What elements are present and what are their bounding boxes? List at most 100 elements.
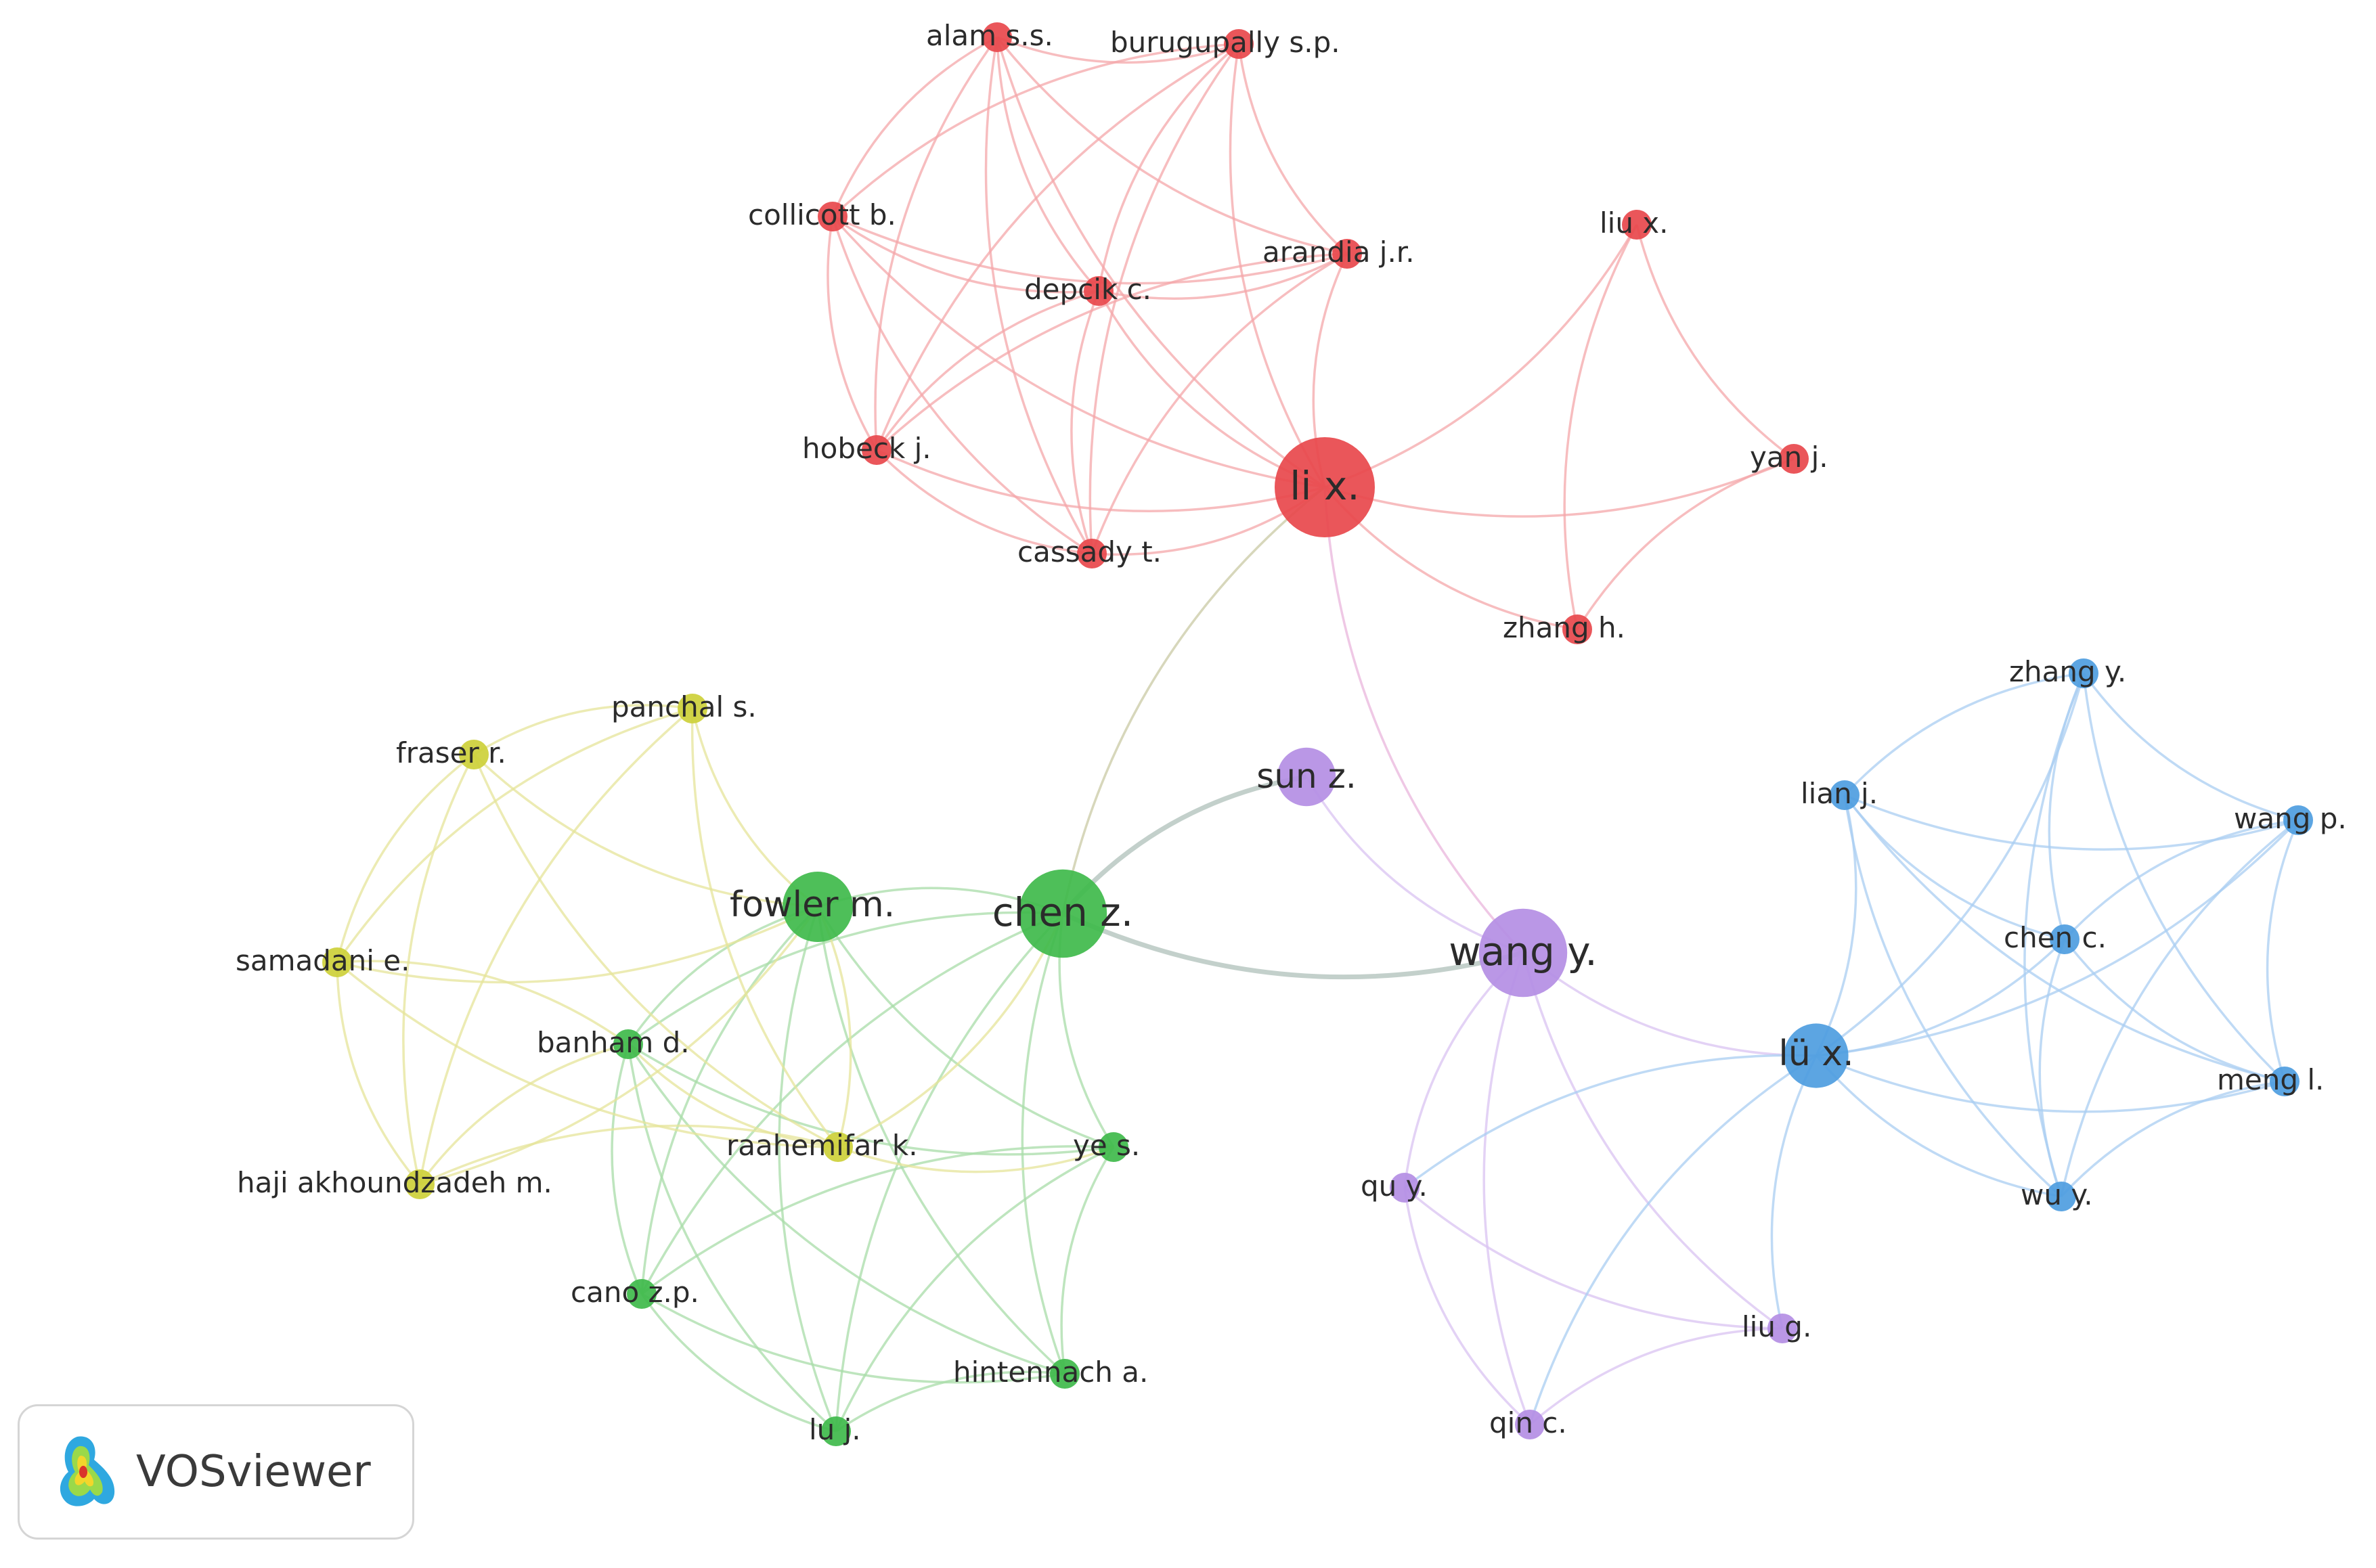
link-liux-zhangh	[1563, 224, 1638, 630]
node-label-liug: liu g.	[1742, 1310, 1811, 1343]
node-arandia[interactable]	[1332, 239, 1362, 269]
node-label-lix: li x.	[1290, 463, 1359, 509]
node-quy[interactable]	[1390, 1173, 1420, 1203]
node-samadani[interactable]	[322, 947, 352, 977]
node-label-panchal: panchal s.	[611, 690, 757, 723]
link-fowler-yes	[816, 906, 1114, 1148]
link-banham-samadani	[336, 960, 630, 1046]
link-wangp-chenc	[2063, 819, 2299, 941]
link-collicott-arandia	[832, 215, 1348, 285]
link-collicott-lix	[831, 215, 1325, 489]
node-alam[interactable]	[982, 22, 1012, 52]
link-fraser-haji	[402, 754, 475, 1185]
node-sunz[interactable]	[1277, 747, 1336, 807]
node-lux[interactable]	[1784, 1023, 1849, 1088]
node-liux[interactable]	[1622, 210, 1652, 240]
link-lux-wuy	[1815, 1054, 2062, 1198]
node-label-depcik: depcik c.	[1024, 273, 1151, 306]
node-lianj[interactable]	[1830, 780, 1860, 810]
network-nodes	[322, 22, 2313, 1446]
link-lux-quy	[1403, 1054, 1817, 1189]
link-alam-depcik	[996, 37, 1100, 292]
link-liux-yanj	[1635, 224, 1795, 460]
link-lianj-wuy	[1843, 794, 2063, 1198]
link-alam-arandia	[996, 36, 1348, 255]
node-label-qinc: qin c.	[1489, 1406, 1567, 1439]
link-wangp-mengl	[2266, 820, 2300, 1082]
node-hintennach[interactable]	[1050, 1359, 1080, 1389]
link-lux-liug	[1770, 1055, 1818, 1329]
link-collicott-depcik	[831, 215, 1099, 294]
link-yes-luj	[835, 1146, 1114, 1432]
node-liug[interactable]	[1767, 1314, 1797, 1343]
node-collicott[interactable]	[818, 202, 848, 231]
node-wangy[interactable]	[1478, 908, 1568, 998]
link-quy-qinc	[1403, 1187, 1531, 1426]
node-banham[interactable]	[613, 1029, 643, 1059]
link-alam-lix	[996, 37, 1325, 489]
link-fowler-luj	[778, 906, 837, 1432]
network-labels: alam s.s.burugupally s.p.collicott b.dep…	[236, 19, 2347, 1446]
node-cassady[interactable]	[1077, 539, 1107, 568]
link-burugupally-lix	[1229, 43, 1326, 488]
link-yanj-zhangh	[1576, 457, 1795, 630]
node-panchal[interactable]	[678, 694, 707, 723]
link-chenz-hintennach	[1021, 913, 1066, 1374]
node-raahemifar[interactable]	[823, 1132, 853, 1162]
node-wangp[interactable]	[2283, 805, 2313, 835]
link-lux-wangp	[1816, 819, 2300, 1057]
node-label-chenz: chen z.	[992, 889, 1133, 935]
link-hintennach-luj	[835, 1370, 1065, 1433]
node-label-yanj: yan j.	[1750, 441, 1828, 474]
link-collicott-cassady	[831, 216, 1093, 555]
node-label-samadani: samadani e.	[236, 944, 410, 977]
node-fowler[interactable]	[783, 872, 853, 942]
link-zhangy-chenc	[2048, 673, 2085, 940]
node-luj[interactable]	[821, 1416, 851, 1446]
node-zhangy[interactable]	[2069, 658, 2098, 688]
node-yes[interactable]	[1099, 1132, 1128, 1162]
node-chenz[interactable]	[1018, 869, 1107, 958]
node-lix[interactable]	[1275, 437, 1375, 537]
link-burugupally-depcik	[1097, 43, 1240, 292]
node-cano[interactable]	[627, 1279, 657, 1309]
node-hobeck[interactable]	[862, 435, 892, 465]
link-yes-hintennach	[1060, 1146, 1115, 1374]
link-lux-zhangy	[1815, 673, 2085, 1057]
link-samadani-fowler	[336, 905, 818, 984]
node-label-alam: alam s.s.	[926, 19, 1053, 52]
link-banham-hintennach	[627, 1044, 1065, 1375]
node-label-sunz: sun z.	[1256, 757, 1356, 796]
node-mengl[interactable]	[2270, 1067, 2300, 1096]
node-label-fraser: fraser r.	[396, 736, 506, 769]
link-lianj-mengl	[1843, 794, 2285, 1083]
node-haji[interactable]	[405, 1169, 435, 1199]
node-depcik[interactable]	[1084, 276, 1114, 306]
node-wuy[interactable]	[2046, 1182, 2076, 1211]
link-burugupally-cassady	[1088, 43, 1240, 554]
node-qinc[interactable]	[1515, 1410, 1545, 1439]
link-zhangy-wuy	[2023, 673, 2085, 1197]
link-raahemifar-yes	[837, 1146, 1114, 1173]
link-fraser-fowler	[472, 753, 818, 908]
link-chenz-banham	[627, 911, 1063, 1046]
node-label-liux: liu x.	[1600, 206, 1669, 240]
node-chenc[interactable]	[2050, 924, 2080, 954]
node-burugupally[interactable]	[1224, 29, 1254, 59]
node-label-chenc: chen c.	[2004, 921, 2107, 954]
link-hobeck-lix	[876, 449, 1325, 512]
link-raahemifar-chenz	[837, 913, 1064, 1148]
link-burugupally-arandia	[1237, 43, 1348, 255]
node-label-mengl: meng l.	[2217, 1063, 2324, 1096]
link-lianj-wangp	[1844, 794, 2299, 851]
link-arandia-cassady	[1091, 252, 1348, 554]
node-zhangh[interactable]	[1562, 614, 1592, 644]
node-label-haji: haji akhoundzadeh m.	[237, 1166, 552, 1199]
node-fraser[interactable]	[459, 740, 489, 769]
link-lix-liux	[1324, 224, 1638, 489]
link-burugupally-collicott	[831, 43, 1239, 218]
link-burugupally-hobeck	[875, 43, 1239, 451]
node-label-cano: cano z.p.	[571, 1276, 699, 1309]
link-depcik-arandia	[1098, 252, 1348, 300]
node-yanj[interactable]	[1779, 444, 1809, 474]
